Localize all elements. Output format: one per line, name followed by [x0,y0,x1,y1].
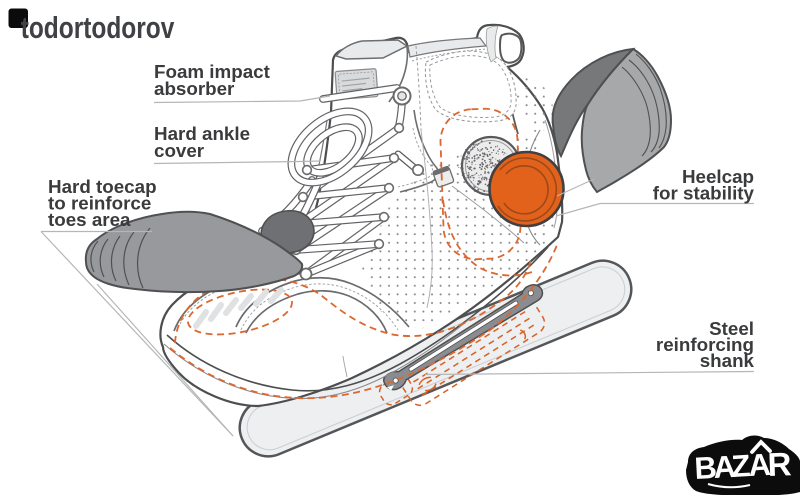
svg-text:Hard toecap: Hard toecap [48,176,157,197]
svg-text:to reinforce: to reinforce [48,193,151,214]
svg-text:absorber: absorber [154,78,235,99]
svg-text:Steel: Steel [709,318,754,339]
svg-text:for stability: for stability [653,183,755,204]
svg-text:shank: shank [700,350,755,371]
svg-text:B: B [694,450,718,486]
svg-text:Foam impact: Foam impact [154,61,271,82]
svg-text:todortodorov: todortodorov [21,10,175,44]
svg-text:A: A [713,449,737,485]
svg-text:toes area: toes area [48,209,131,230]
svg-text:Hard ankle: Hard ankle [154,123,250,144]
svg-text:reinforcing: reinforcing [656,334,754,355]
svg-text:cover: cover [154,140,205,161]
svg-text:Heelcap: Heelcap [682,166,754,187]
svg-text:Z: Z [731,448,752,484]
